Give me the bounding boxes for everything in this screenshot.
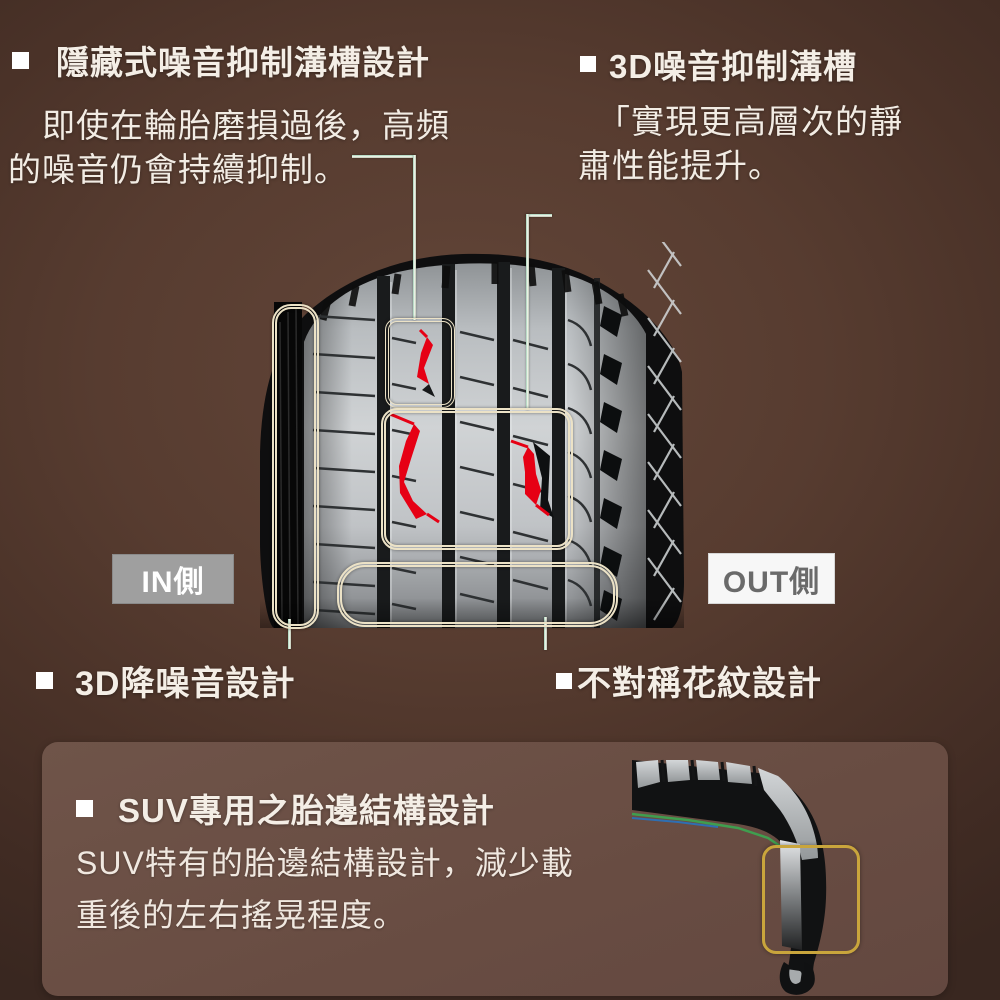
callout-line-3d-groove-horizontal [526, 214, 552, 217]
callout-box-large-grooves [381, 408, 573, 550]
bullet-square-icon [76, 799, 93, 817]
callout-line-hidden-groove-horizontal [352, 155, 416, 158]
label-3d-noise-design-text: 3D降噪音設計 [75, 665, 296, 703]
feature-3d-groove-body-line1: 「實現更高層次的靜 [597, 103, 903, 140]
tire-sidewall-image [631, 759, 827, 995]
bullet-square-icon [556, 672, 572, 689]
suv-panel-title: SUV專用之胎邊結構設計 [76, 784, 495, 832]
suv-panel-body-line2: 重後的左右搖晃程度。 [76, 897, 407, 933]
in-side-label: IN側 [112, 554, 234, 604]
label-asymmetric-pattern: 不對稱花紋設計 [556, 656, 822, 705]
out-side-label: OUT側 [708, 553, 835, 604]
bullet-square-icon [36, 672, 53, 689]
bullet-square-icon [12, 51, 29, 69]
callout-stem-bottom-strip [544, 617, 547, 650]
callout-line-hidden-groove-vertical [413, 155, 416, 320]
feature-hidden-groove-title: 隱藏式噪音抑制溝槽設計 [12, 36, 430, 84]
feature-hidden-groove-title-text: 隱藏式噪音抑制溝槽設計 [56, 44, 430, 81]
feature-3d-groove-body-line2: 肅性能提升。 [578, 147, 782, 184]
suv-panel-body-line1: SUV特有的胎邊結構設計，減少載 [76, 845, 574, 881]
callout-stem-shoulder-groove [288, 619, 291, 649]
suv-panel-title-text: SUV專用之胎邊結構設計 [118, 792, 495, 829]
feature-hidden-groove-body-line2: 的噪音仍會持續抑制。 [8, 151, 348, 188]
sidewall-highlight-box [762, 845, 860, 954]
callout-capsule-shoulder-groove [272, 304, 319, 629]
callout-strip-bottom-pattern [337, 562, 618, 627]
feature-3d-groove-title: 3D噪音抑制溝槽 [580, 40, 857, 88]
label-3d-noise-design: 3D降噪音設計 [36, 656, 295, 705]
red-groove-highlights [389, 328, 554, 524]
callout-box-small-groove [385, 318, 455, 408]
callout-line-3d-groove-vertical [526, 214, 529, 410]
feature-hidden-groove-body-line1: 即使在輪胎磨損過後，高頻 [42, 107, 450, 144]
label-asymmetric-pattern-text: 不對稱花紋設計 [577, 665, 822, 703]
bullet-square-icon [580, 56, 596, 72]
feature-3d-groove-title-text: 3D噪音抑制溝槽 [609, 48, 858, 85]
